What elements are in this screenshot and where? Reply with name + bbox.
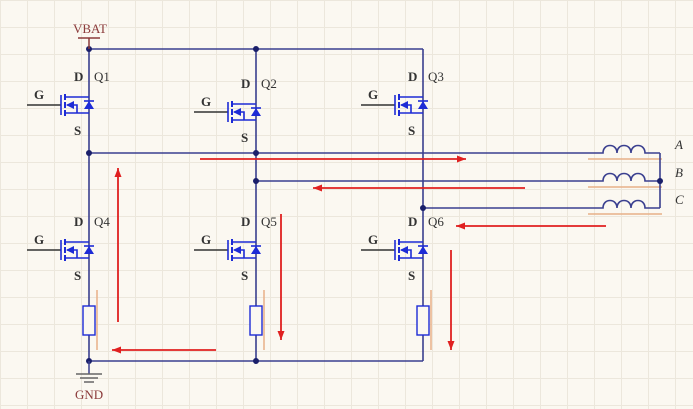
arrow-head: [114, 168, 122, 177]
body-arrow-icon: [233, 108, 241, 116]
drain-label: D: [408, 214, 417, 229]
drain-label: D: [408, 69, 417, 84]
source-label: S: [408, 268, 415, 283]
junction-dot: [253, 46, 259, 52]
junction-dot: [253, 150, 259, 156]
arrow-head: [277, 331, 285, 340]
junction-dot: [420, 205, 426, 211]
body-arrow-icon: [400, 101, 408, 109]
source-label: S: [241, 130, 248, 145]
arrow-head: [313, 184, 322, 192]
drain-label: D: [241, 76, 250, 91]
gate-label: G: [368, 232, 378, 247]
body-arrow-icon: [233, 246, 241, 254]
gate-label: G: [368, 87, 378, 102]
arrow-head: [447, 341, 455, 350]
mosfet-q2: G D Q2S: [194, 76, 277, 145]
body-diode-icon: [84, 246, 94, 254]
mosfet-q4: G D Q4S: [27, 214, 110, 283]
drain-label: D: [241, 214, 250, 229]
current-arrow-icon: [456, 222, 606, 230]
body-arrow-icon: [400, 246, 408, 254]
phase-label: A: [674, 137, 683, 152]
gate-label: G: [34, 232, 44, 247]
current-arrow-icon: [114, 168, 122, 322]
shunt-resistor: [82, 305, 96, 336]
arrow-head: [457, 155, 466, 163]
junction-dot: [253, 358, 259, 364]
winding-a: [590, 144, 660, 154]
winding-b: [590, 172, 660, 182]
source-label: S: [74, 123, 81, 138]
source-label: S: [408, 123, 415, 138]
current-arrow-icon: [447, 250, 455, 350]
mosfet-q3: G D Q3S: [361, 69, 444, 138]
ref-designator: Q3: [428, 69, 444, 84]
body-diode-icon: [418, 246, 428, 254]
ref-designator: Q4: [94, 214, 110, 229]
source-label: S: [241, 268, 248, 283]
ref-designator: Q5: [261, 214, 277, 229]
gate-label: G: [201, 232, 211, 247]
arrow-head: [456, 222, 465, 230]
current-arrow-icon: [277, 214, 285, 340]
body-diode-icon: [251, 246, 261, 254]
current-arrow-icon: [200, 155, 466, 163]
drain-label: D: [74, 69, 83, 84]
ref-designator: Q1: [94, 69, 110, 84]
mosfet-q5: G D Q5S: [194, 214, 277, 283]
junction-dot: [86, 150, 92, 156]
gate-label: G: [201, 94, 211, 109]
body-arrow-icon: [66, 101, 74, 109]
mosfet-q1: G D Q1S: [27, 69, 110, 138]
phase-label: B: [675, 165, 683, 180]
body-diode-icon: [84, 101, 94, 109]
arrow-head: [112, 346, 121, 354]
current-arrow-icon: [313, 184, 525, 192]
winding-c: [590, 199, 660, 209]
source-label: S: [74, 268, 81, 283]
shunt-resistor: [416, 305, 430, 336]
body-diode-icon: [418, 101, 428, 109]
body-arrow-icon: [66, 246, 74, 254]
gate-label: G: [34, 87, 44, 102]
phase-label: C: [675, 192, 684, 207]
gnd-label: GND: [75, 387, 103, 402]
current-arrow-icon: [112, 346, 216, 354]
drain-label: D: [74, 214, 83, 229]
body-diode-icon: [251, 108, 261, 116]
junction-dot: [253, 178, 259, 184]
ref-designator: Q6: [428, 214, 444, 229]
ref-designator: Q2: [261, 76, 277, 91]
mosfet-q6: G D Q6S: [361, 214, 444, 283]
shunt-resistor: [249, 305, 263, 336]
junction-dot: [657, 178, 663, 184]
vbat-label: VBAT: [73, 21, 107, 36]
